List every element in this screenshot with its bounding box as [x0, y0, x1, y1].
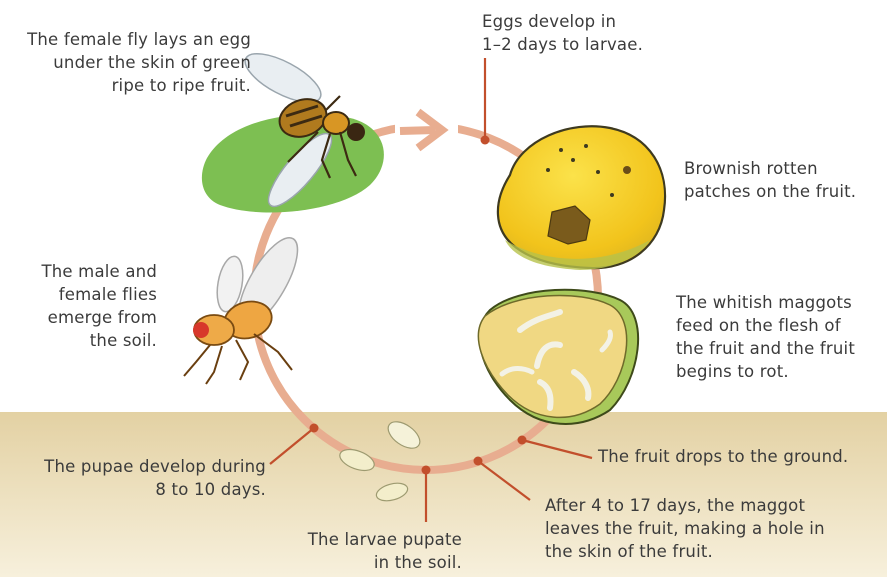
label-fruit-drops: The fruit drops to the ground.	[598, 445, 848, 468]
label-line: leaves the fruit, making a hole in	[545, 517, 825, 540]
label-line: patches on the fruit.	[684, 180, 856, 203]
label-larvae-pupate: The larvae pupate in the soil.	[285, 528, 462, 574]
cut-fruit-icon	[478, 290, 638, 424]
label-line: 8 to 10 days.	[0, 478, 266, 501]
male-fly-icon	[184, 230, 309, 384]
label-line: begins to rot.	[676, 360, 855, 383]
label-line: Eggs develop in	[482, 10, 643, 33]
label-line: The pupae develop during	[0, 455, 266, 478]
label-line: ripe to ripe fruit.	[0, 74, 251, 97]
rotten-fruit-icon	[498, 126, 665, 270]
label-line: emerge from	[0, 306, 157, 329]
label-pupae-develop: The pupae develop during 8 to 10 days.	[0, 455, 266, 501]
label-line: The whitish maggots	[676, 291, 855, 314]
label-line: After 4 to 17 days, the maggot	[545, 494, 825, 517]
label-line: female flies	[0, 283, 157, 306]
label-line: in the soil.	[285, 551, 462, 574]
label-line: under the skin of green	[0, 51, 251, 74]
label-maggots-feed: The whitish maggots feed on the flesh of…	[676, 291, 855, 383]
label-line: the soil.	[0, 329, 157, 352]
cycle-arrow-icon	[400, 112, 442, 148]
label-line: The male and	[0, 260, 157, 283]
label-line: Brownish rotten	[684, 157, 856, 180]
label-brownish-patches: Brownish rotten patches on the fruit.	[684, 157, 856, 203]
label-line: feed on the flesh of	[676, 314, 855, 337]
label-flies-emerge: The male and female flies emerge from th…	[0, 260, 157, 352]
label-line: The female fly lays an egg	[0, 28, 251, 51]
label-female-lays: The female fly lays an egg under the ski…	[0, 28, 251, 97]
label-line: The larvae pupate	[285, 528, 462, 551]
label-line: The fruit drops to the ground.	[598, 445, 848, 468]
label-line: 1–2 days to larvae.	[482, 33, 643, 56]
label-maggot-leaves: After 4 to 17 days, the maggot leaves th…	[545, 494, 825, 563]
label-line: the skin of the fruit.	[545, 540, 825, 563]
label-eggs-develop: Eggs develop in 1–2 days to larvae.	[482, 10, 643, 56]
label-line: the fruit and the fruit	[676, 337, 855, 360]
